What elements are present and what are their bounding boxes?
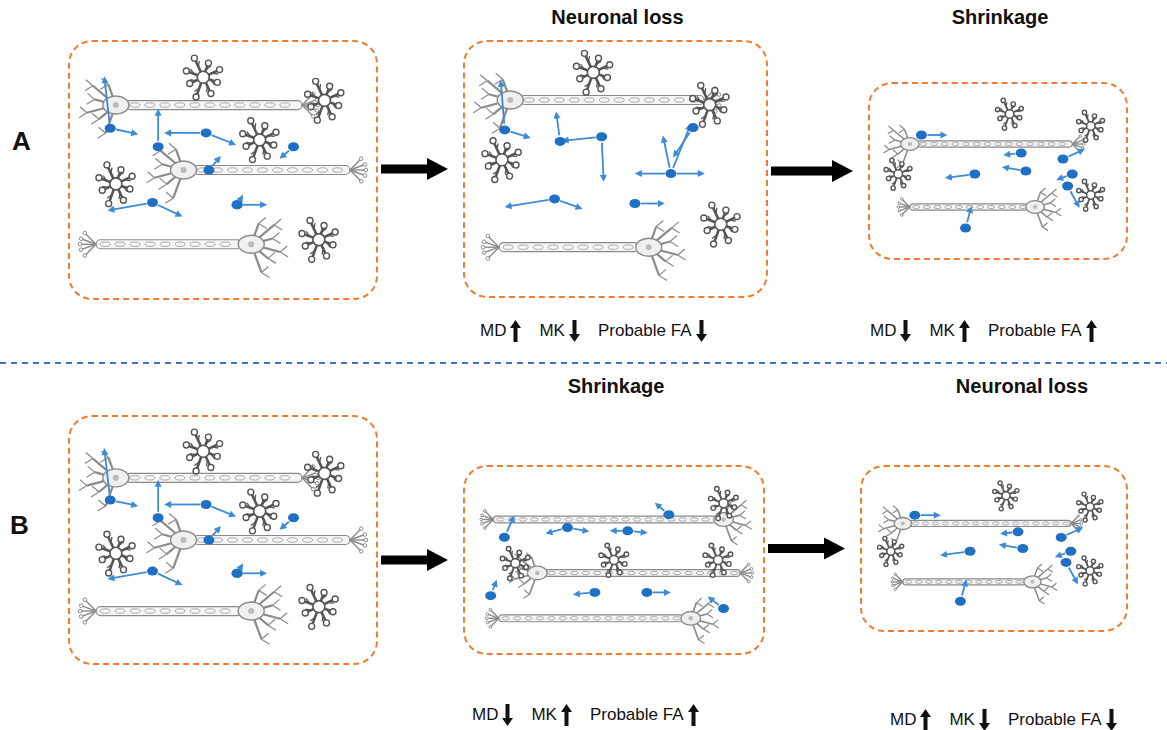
metric-item: MK xyxy=(929,320,970,342)
divider-line xyxy=(0,362,1167,364)
stage-heading: Shrinkage xyxy=(952,6,1049,29)
cell-scene xyxy=(877,481,1102,606)
tissue-box: A xyxy=(68,40,378,300)
metric-row: MD MK Probable FA xyxy=(870,320,1097,342)
metric-item: Probable FA xyxy=(590,704,699,726)
metric-item: MD xyxy=(480,320,521,342)
decrease-arrow xyxy=(696,320,707,342)
metric-label: MK xyxy=(929,321,955,341)
decrease-arrow xyxy=(900,320,911,342)
increase-arrow xyxy=(959,320,970,342)
metric-item: MD xyxy=(472,704,513,726)
increase-arrow xyxy=(1086,320,1097,342)
metric-label: Probable FA xyxy=(598,321,692,341)
cell-scene xyxy=(78,55,367,277)
stage-heading: Neuronal loss xyxy=(551,6,683,29)
metric-item: MK xyxy=(539,320,580,342)
increase-arrow xyxy=(510,320,521,342)
metric-row: MD MK Probable FA xyxy=(472,704,699,726)
metric-label: Probable FA xyxy=(988,321,1082,341)
metric-item: MK xyxy=(949,709,990,730)
stage-arrow xyxy=(381,158,448,180)
tissue-box: ShrinkageMDMKProbable FA xyxy=(868,82,1128,260)
metric-label: MD xyxy=(890,710,916,730)
tissue-box: B xyxy=(68,415,378,665)
increase-arrow xyxy=(688,704,699,726)
stage-arrow xyxy=(381,549,448,571)
decrease-arrow xyxy=(979,709,990,730)
metric-item: Probable FA xyxy=(598,320,707,342)
cell-scene xyxy=(473,50,740,280)
metric-row: MD MK Probable FA xyxy=(480,320,707,342)
panel-letter: B xyxy=(10,510,29,541)
metric-label: MD xyxy=(472,705,498,725)
metric-item: Probable FA xyxy=(988,320,1097,342)
increase-arrow xyxy=(920,709,931,730)
increase-arrow xyxy=(561,704,572,726)
metric-item: MK xyxy=(531,704,572,726)
stage-heading: Shrinkage xyxy=(568,375,665,398)
cell-scene xyxy=(78,429,367,644)
decrease-arrow xyxy=(1106,709,1117,730)
decrease-arrow xyxy=(569,320,580,342)
metric-label: MK xyxy=(539,321,565,341)
metric-label: MD xyxy=(480,321,506,341)
decrease-arrow xyxy=(502,704,513,726)
stage-heading: Neuronal loss xyxy=(956,375,1088,398)
metric-item: Probable FA xyxy=(1008,709,1117,730)
tissue-box: Neuronal lossMDMKProbable FA xyxy=(463,40,768,298)
stage-arrow xyxy=(768,538,845,560)
metric-label: MK xyxy=(949,710,975,730)
panel-letter: A xyxy=(12,126,31,157)
metric-label: Probable FA xyxy=(590,705,684,725)
cell-scene xyxy=(480,487,754,644)
metric-item: MD xyxy=(890,709,931,730)
metric-item: MD xyxy=(870,320,911,342)
metric-label: MD xyxy=(870,321,896,341)
metric-label: Probable FA xyxy=(1008,710,1102,730)
metric-row: MD MK Probable FA xyxy=(890,709,1117,730)
stage-arrow xyxy=(771,160,853,182)
tissue-box: ShrinkageMDMKProbable FA xyxy=(463,465,765,655)
tissue-box: Neuronal lossMDMKProbable FA xyxy=(860,465,1128,632)
metric-label: MK xyxy=(531,705,557,725)
cell-scene xyxy=(884,98,1105,232)
